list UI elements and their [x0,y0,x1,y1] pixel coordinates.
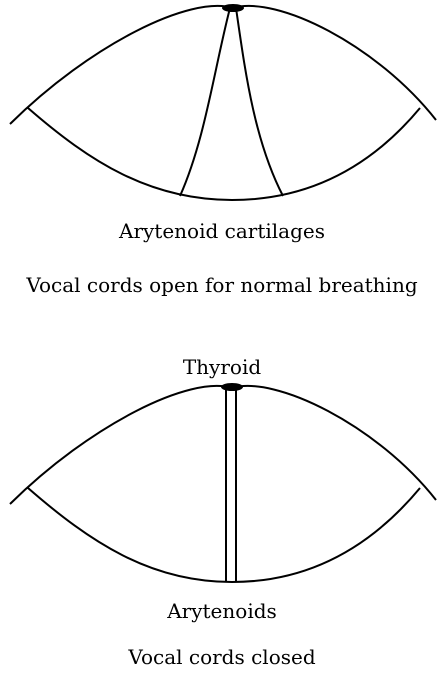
thyroid-label: Thyroid [0,355,444,379]
closed-caption: Vocal cords closed [0,645,444,669]
open-upper-arc [10,6,436,124]
closed-lower-arc [28,488,420,582]
open-thyroid-mark [222,4,244,12]
vocal-cords-open-diagram [0,0,444,220]
open-right-vocal-cord [236,8,283,196]
vocal-cords-closed-diagram [0,380,444,600]
closed-thyroid-mark [221,383,243,391]
closed-upper-arc [10,386,436,504]
arytenoids-label: Arytenoids [0,599,444,623]
arytenoid-cartilages-label: Arytenoid cartilages [0,219,444,243]
open-caption: Vocal cords open for normal breathing [0,273,444,297]
open-left-vocal-cord [180,8,230,196]
open-lower-arc [28,108,420,200]
